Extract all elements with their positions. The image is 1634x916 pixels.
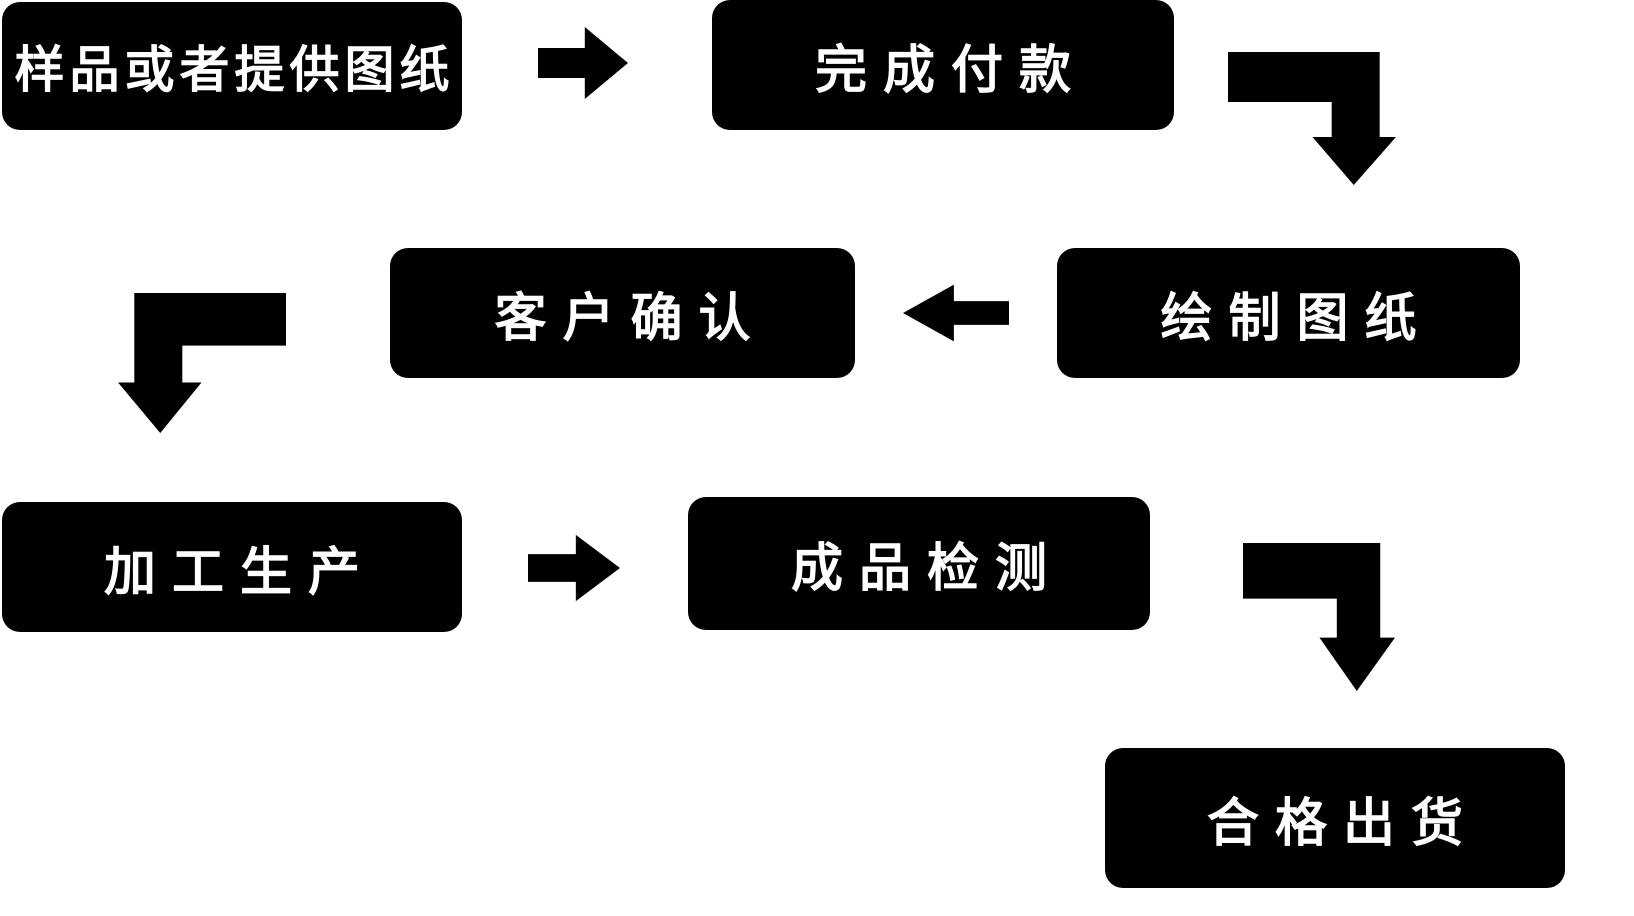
left-arrow-icon bbox=[903, 283, 1009, 343]
elbow-right-down-arrow-icon bbox=[1228, 52, 1396, 185]
flow-node-qualified-shipment: 合格出货 bbox=[1105, 748, 1565, 888]
elbow-right-down-arrow-icon bbox=[1243, 543, 1395, 691]
elbow-left-down-arrow-icon bbox=[118, 293, 286, 433]
flow-node-draw-drawings: 绘制图纸 bbox=[1057, 248, 1520, 378]
right-arrow-icon bbox=[538, 25, 628, 101]
flow-node-customer-confirmation: 客户确认 bbox=[390, 248, 855, 378]
flow-node-processing-production: 加工生产 bbox=[2, 502, 462, 632]
flow-node-finished-product-inspection: 成品检测 bbox=[688, 497, 1150, 630]
right-arrow-icon bbox=[528, 533, 620, 603]
flow-node-complete-payment: 完成付款 bbox=[712, 0, 1174, 130]
flow-node-sample-or-drawing: 样品或者提供图纸 bbox=[2, 2, 462, 130]
